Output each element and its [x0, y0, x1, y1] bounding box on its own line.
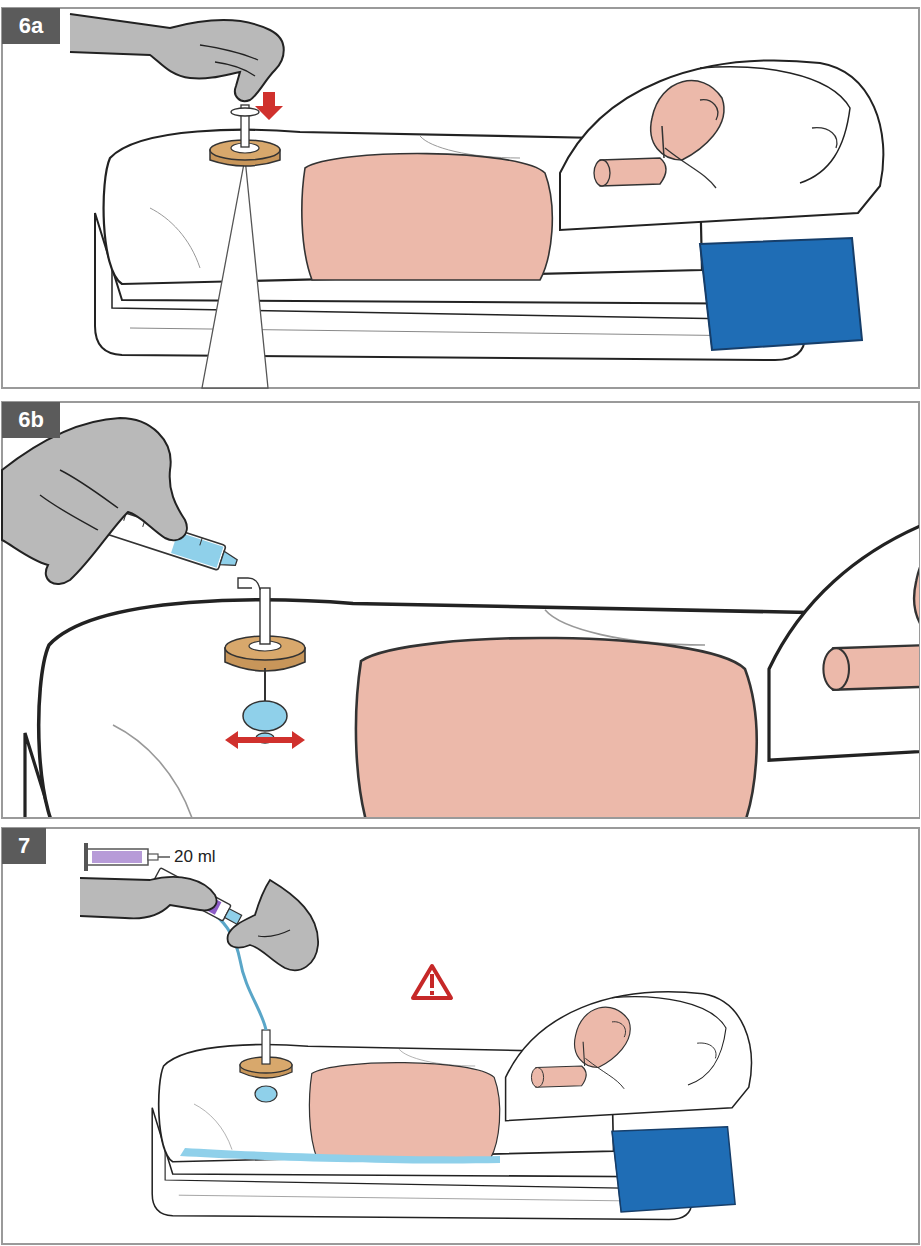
gloved-hand	[2, 418, 187, 584]
connector-tube	[231, 105, 259, 147]
panel-7	[2, 828, 919, 1244]
icon-syringe	[84, 843, 170, 871]
zoom-beam	[202, 158, 268, 388]
connector-tube	[238, 578, 270, 644]
gloved-hands	[80, 877, 318, 970]
fluid-bulb	[243, 668, 287, 743]
port-disc	[240, 1030, 292, 1102]
panel-frame	[2, 828, 919, 1244]
panel-frame	[2, 8, 919, 388]
panel-6a	[2, 8, 919, 388]
step-number: 6a	[19, 13, 43, 38]
volume-label: 20 ml	[174, 847, 216, 867]
step-number: 7	[18, 833, 30, 858]
panel-badge: 6b	[2, 402, 60, 438]
manikin	[25, 489, 919, 817]
fluid-layer	[180, 1148, 500, 1163]
manikin	[152, 992, 751, 1220]
warning-triangle	[413, 966, 451, 998]
move-arrow	[225, 731, 305, 749]
gloved-hand	[70, 14, 284, 101]
panel-badge: 6a	[2, 8, 60, 44]
panel-badge: 7	[2, 828, 46, 864]
push-arrow	[255, 92, 283, 120]
manikin	[95, 61, 883, 360]
step-number: 6b	[18, 407, 44, 432]
